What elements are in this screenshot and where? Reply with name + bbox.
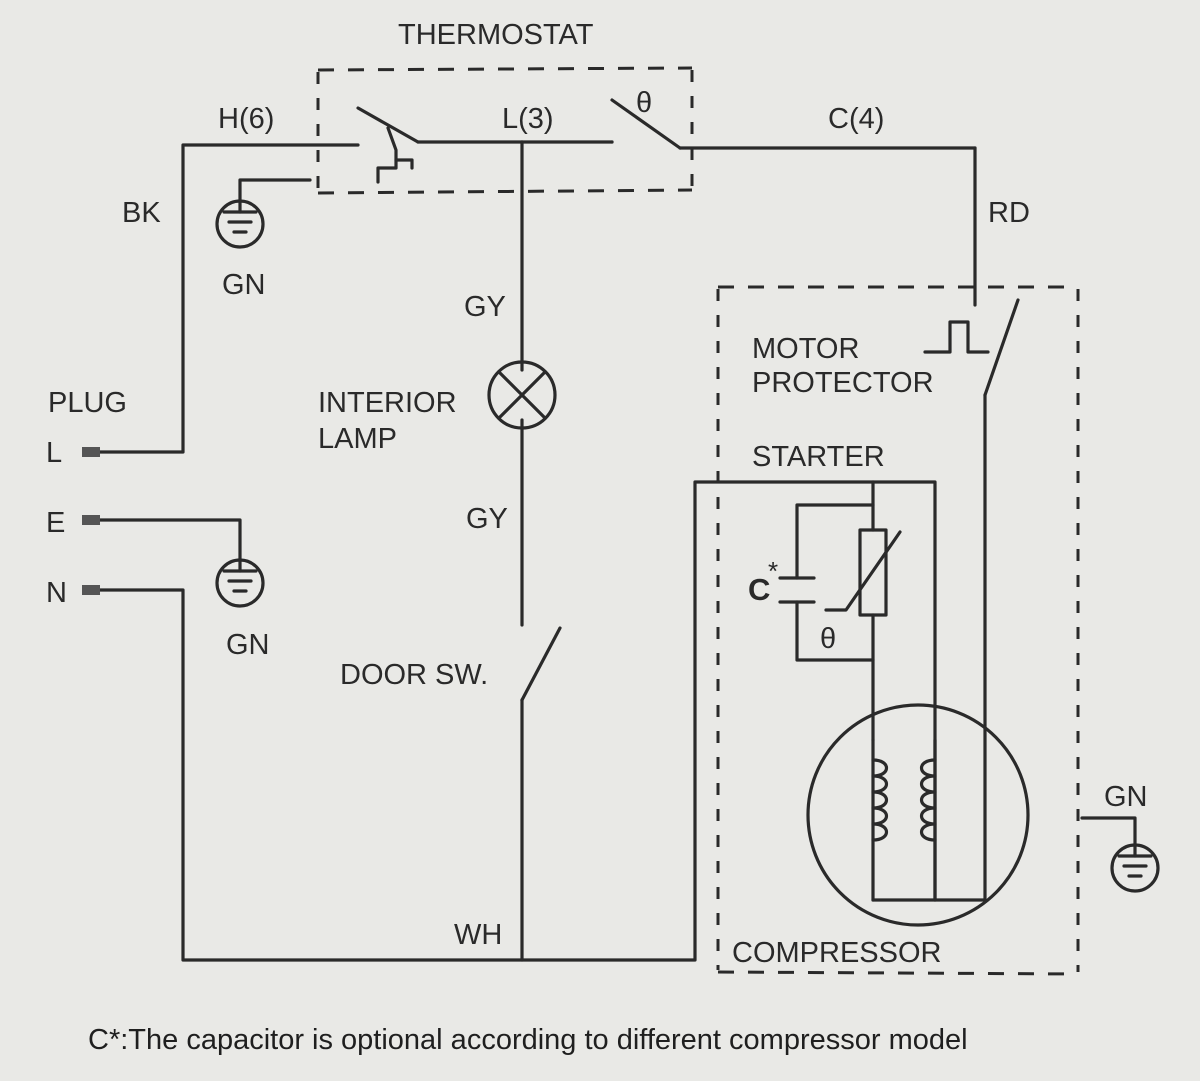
plug-n-label: N <box>46 577 67 609</box>
bk-label: BK <box>122 197 161 229</box>
starter-label: STARTER <box>752 441 885 473</box>
footnote: C*:The capacitor is optional according t… <box>88 1024 968 1056</box>
gn-label-top: GN <box>222 269 266 301</box>
lamp-label: LAMP <box>318 423 397 455</box>
c4-label: C(4) <box>828 103 884 135</box>
protector-label: PROTECTOR <box>752 367 934 399</box>
motor-label: MOTOR <box>752 333 859 365</box>
gy-label-top: GY <box>464 291 506 323</box>
h6-label: H(6) <box>218 103 274 135</box>
lamp-icon <box>487 360 557 430</box>
gy-label-bottom: GY <box>466 503 508 535</box>
ground-icon <box>215 199 265 249</box>
plug-l-label: L <box>46 437 62 469</box>
door-switch-label: DOOR SW. <box>340 659 488 691</box>
gn-label-middle: GN <box>226 629 270 661</box>
ground-icon <box>215 558 265 608</box>
capacitor-label: C <box>748 572 770 607</box>
gn-label-right: GN <box>1104 781 1148 813</box>
plug-label: PLUG <box>48 387 127 419</box>
interior-label: INTERIOR <box>318 387 457 419</box>
compressor-label: COMPRESSOR <box>732 937 941 969</box>
wh-label: WH <box>454 919 502 951</box>
ptc-starter-icon <box>824 528 902 617</box>
l3-label: L(3) <box>502 103 554 135</box>
thermostat-theta-label: θ <box>636 87 652 119</box>
thermostat-label: THERMOSTAT <box>398 19 594 51</box>
ground-icon <box>1110 843 1160 893</box>
plug-e-label: E <box>46 507 65 539</box>
motor-icon <box>806 703 1030 927</box>
capacitor-asterisk: * <box>768 556 778 586</box>
thermostat-enclosure <box>316 66 694 195</box>
starter-theta-label: θ <box>820 623 836 655</box>
compressor-enclosure <box>716 285 1080 976</box>
plug-terminals <box>82 447 100 595</box>
rd-label: RD <box>988 197 1030 229</box>
wires <box>98 98 1137 962</box>
